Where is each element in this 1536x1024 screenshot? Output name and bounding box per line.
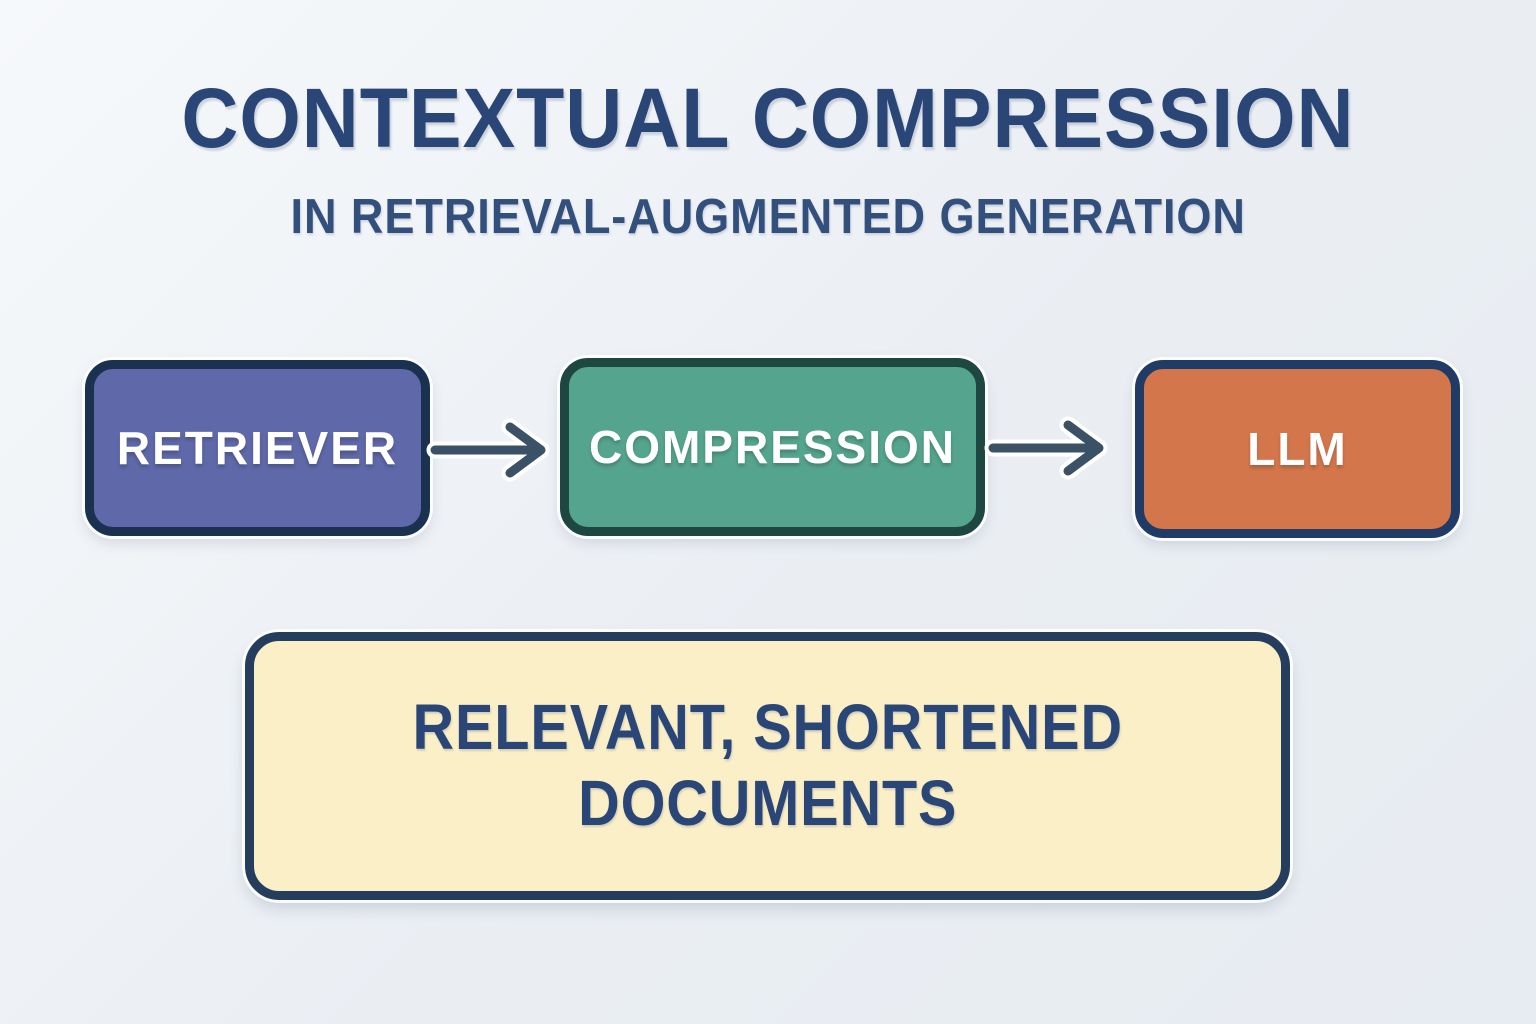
flow-node-compression: COMPRESSION [560,358,985,536]
diagram-header: CONTEXTUAL COMPRESSION IN RETRIEVAL-AUGM… [0,70,1536,245]
output-box-relevant-shortened-documents: RELEVANT, SHORTENED DOCUMENTS [245,632,1290,900]
arrow-retriever-to-compression-icon [426,418,550,482]
output-box-label-line2: DOCUMENTS [577,767,958,839]
flow-node-retriever: RETRIEVER [85,360,430,536]
flow-node-retriever-label: RETRIEVER [116,422,399,474]
output-box-label-line1: RELEVANT, SHORTENED [412,691,1123,764]
page-title: CONTEXTUAL COMPRESSION [181,71,1355,165]
flow-node-llm: LLM [1135,360,1460,538]
page-subtitle: IN RETRIEVAL-AUGMENTED GENERATION [290,190,1246,244]
arrow-compression-to-llm-icon [984,416,1108,480]
flow-node-llm-label: LLM [1247,423,1348,475]
flow-node-compression-label: COMPRESSION [588,421,957,473]
